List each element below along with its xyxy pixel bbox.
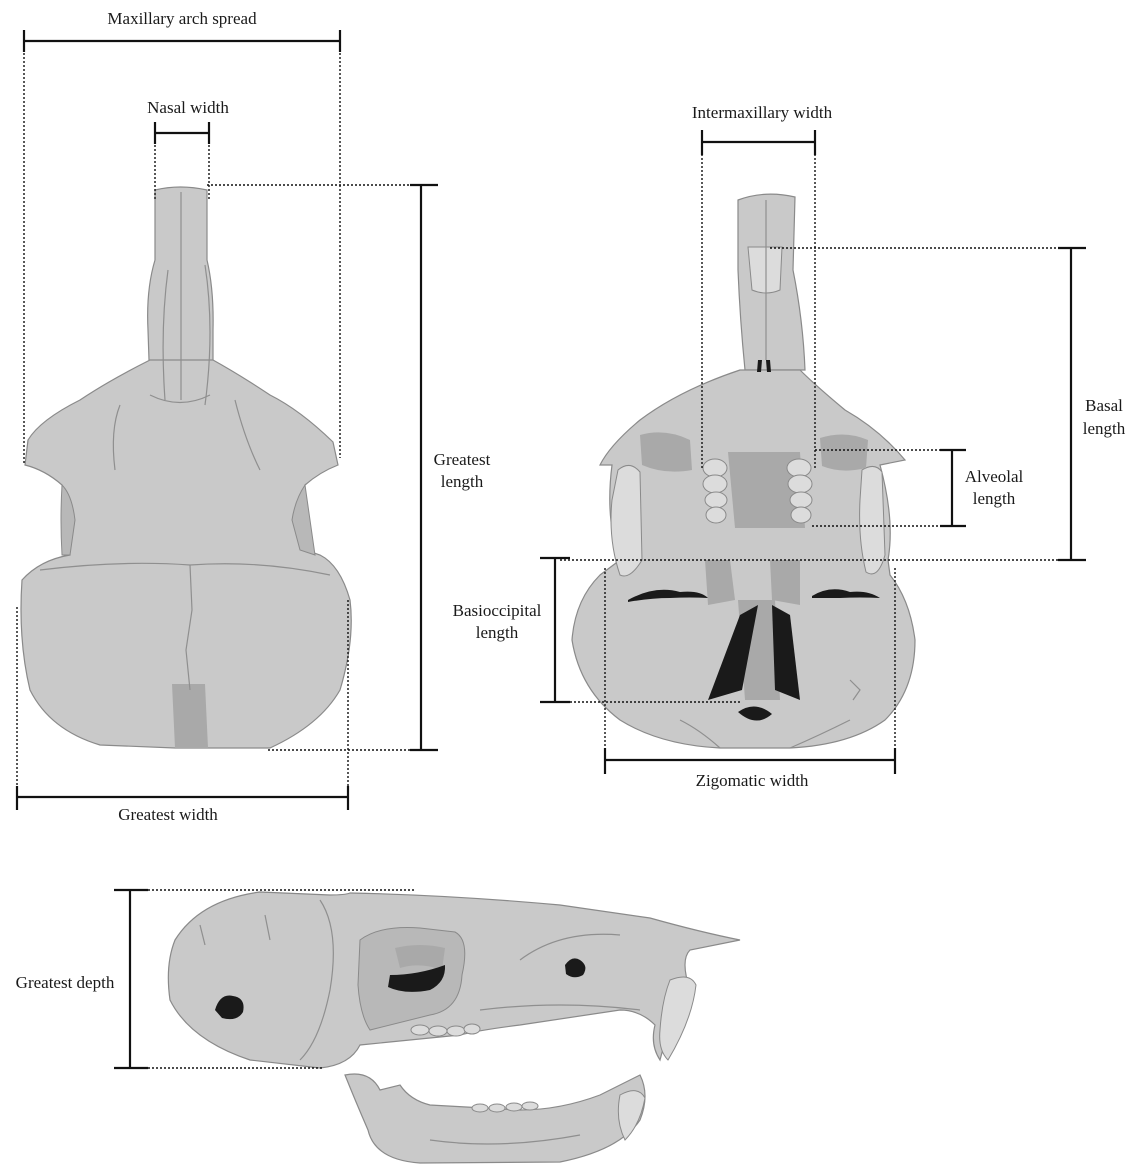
greatest-length-label-line1: Greatest <box>434 450 491 469</box>
basioccipital-length-label-line2: length <box>476 623 519 642</box>
maxillary-arch-spread-label: Maxillary arch spread <box>107 9 257 28</box>
zigomatic-width-label: Zigomatic width <box>696 771 809 790</box>
greatest-length-label-line2: length <box>441 472 484 491</box>
greatest-depth-label: Greatest depth <box>16 973 115 992</box>
alveolar-length-label-line2: length <box>973 489 1016 508</box>
lateral-skull <box>168 892 740 1068</box>
greatest-width-label: Greatest width <box>118 805 218 824</box>
basal-length-label-line2: length <box>1083 419 1126 438</box>
dorsal-skull <box>21 187 351 748</box>
intermaxillary-width-label: Intermaxillary width <box>692 103 833 122</box>
alveolar-length-label-line1: Alveolal <box>965 467 1024 486</box>
mandible <box>345 1074 645 1163</box>
basal-length-label-line1: Basal <box>1085 396 1123 415</box>
ventral-skull <box>572 194 915 748</box>
nasal-width-label: Nasal width <box>147 98 229 117</box>
basioccipital-length-label-line1: Basioccipital <box>453 601 542 620</box>
molar-row-left <box>703 459 727 523</box>
